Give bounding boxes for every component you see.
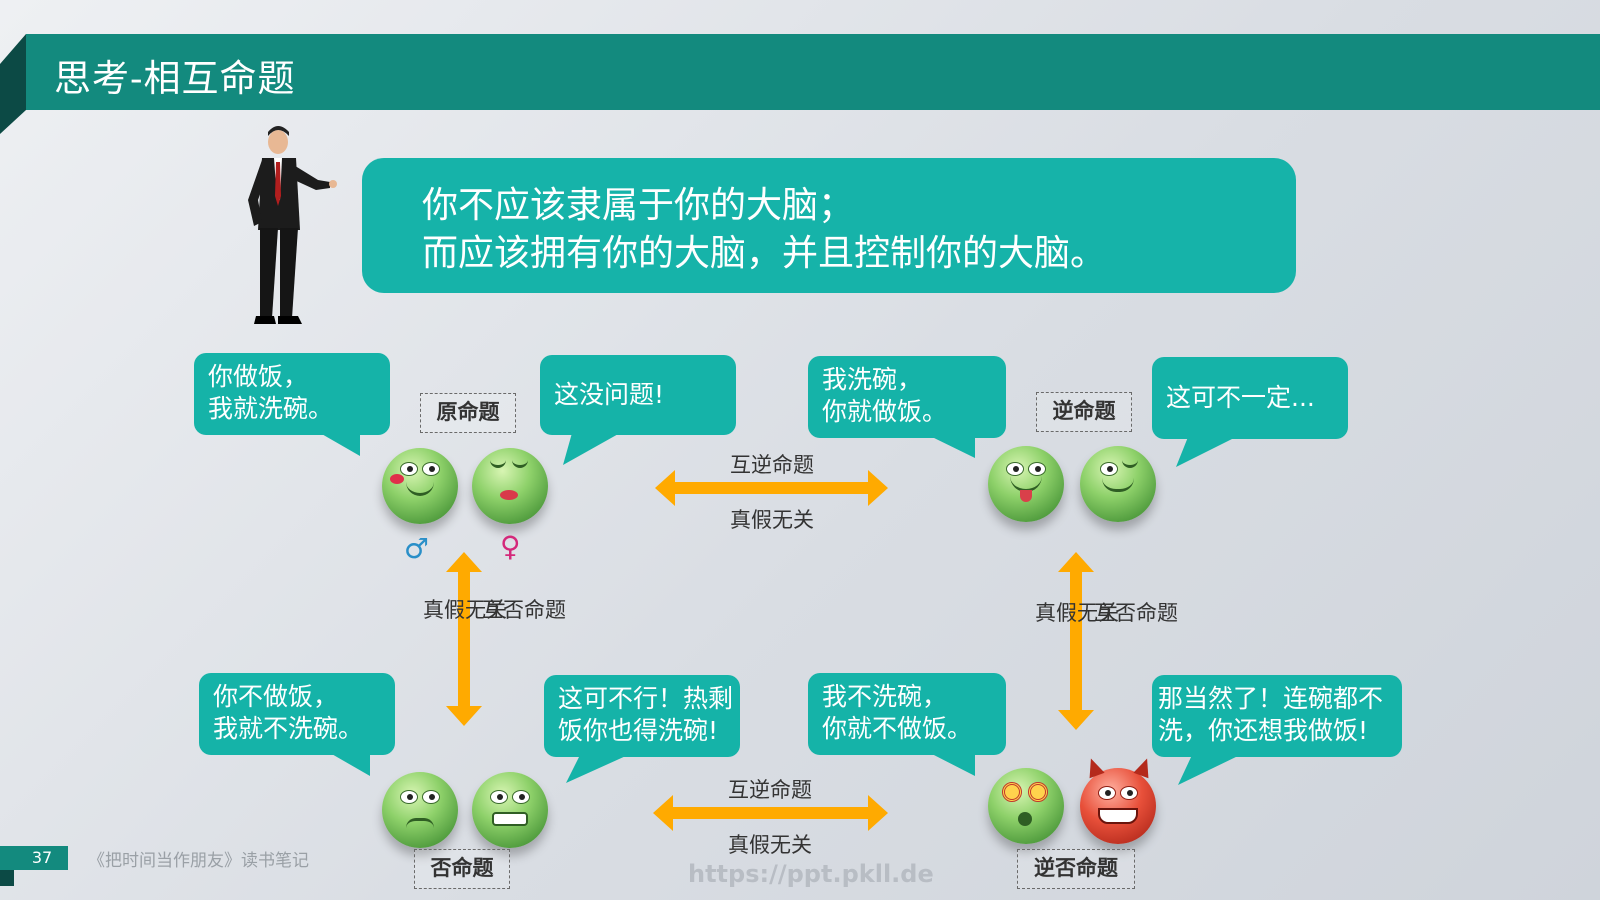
eye-icon xyxy=(1028,462,1046,476)
converse-left-bubble: 我洗碗， 你就做饭。 xyxy=(808,356,1006,438)
winking-face-icon xyxy=(1080,446,1156,522)
dizzy-face-icon xyxy=(988,768,1064,844)
contrapositive-right-bubble: 那当然了！连碗都不 洗，你还想我做饭! xyxy=(1152,675,1402,757)
left-relation-name: 互否命题 xyxy=(482,598,566,622)
smile-icon xyxy=(406,482,434,496)
page-number: 37 xyxy=(0,846,68,870)
bottom-relation-name: 互逆命题 xyxy=(728,778,812,802)
inverse-proposition-label: 否命题 xyxy=(414,849,510,889)
page-title: 思考-相互命题 xyxy=(54,57,296,100)
inverse-left-bubble: 你不做饭， 我就不洗碗。 xyxy=(199,673,395,755)
quote-box: 你不应该隶属于你的大脑； 而应该拥有你的大脑，并且控制你的大脑。 xyxy=(362,158,1296,293)
quote-line-2: 而应该拥有你的大脑，并且控制你的大脑。 xyxy=(422,233,1107,274)
quote-line-1: 你不应该隶属于你的大脑； xyxy=(422,185,855,226)
eye-icon xyxy=(422,462,440,476)
closed-eye-icon xyxy=(512,460,528,468)
converse-right-text: 这可不一定... xyxy=(1166,383,1315,412)
frown-icon xyxy=(406,818,434,828)
top-relation-truth: 真假无关 xyxy=(730,508,814,532)
eye-icon xyxy=(1006,462,1024,476)
original-left-text: 你做饭， 我就洗碗。 xyxy=(208,362,334,423)
watermark: https://ppt.pkll.de xyxy=(688,860,934,888)
converse-left-text: 我洗碗， 你就做饭。 xyxy=(822,365,948,426)
female-symbol-icon: ♀ xyxy=(500,530,521,563)
horn-icon xyxy=(1133,755,1155,779)
converse-proposition-label: 逆命题 xyxy=(1036,392,1132,432)
right-relation-name: 互否命题 xyxy=(1094,601,1178,625)
contrapositive-left-text: 我不洗碗， 你就不做饭。 xyxy=(822,682,973,743)
tongue-out-face-icon xyxy=(988,446,1064,522)
kiss-mark-icon xyxy=(390,474,404,484)
top-relation-name: 互逆命题 xyxy=(730,453,814,477)
contrapositive-proposition-label: 逆否命题 xyxy=(1017,849,1135,889)
female-face-icon xyxy=(472,448,548,524)
male-kissed-face-icon xyxy=(382,448,458,524)
open-mouth-icon xyxy=(1018,812,1032,826)
right-vertical-arrow xyxy=(1058,552,1094,730)
header-bar xyxy=(26,34,1600,110)
left-vertical-arrow xyxy=(446,552,482,726)
contrapositive-right-text: 那当然了！连碗都不 洗，你还想我做饭! xyxy=(1158,684,1384,745)
devil-face-icon xyxy=(1080,755,1156,844)
eye-icon xyxy=(512,790,530,804)
original-right-bubble: 这没问题! xyxy=(540,355,736,435)
closed-eye-icon xyxy=(490,460,506,468)
eye-icon xyxy=(1100,462,1118,476)
inverse-left-text: 你不做饭， 我就不洗碗。 xyxy=(213,682,364,743)
original-right-text: 这没问题! xyxy=(554,380,665,409)
horn-icon xyxy=(1083,755,1105,779)
original-proposition-label: 原命题 xyxy=(420,393,516,433)
converse-right-bubble: 这可不一定... xyxy=(1152,357,1348,439)
eye-icon xyxy=(1120,786,1138,800)
inverse-right-bubble: 这可不行！热剩 饭你也得洗碗! xyxy=(544,675,740,757)
left-relation-truth: 真假无关 xyxy=(423,598,507,622)
spiral-eye-icon xyxy=(1028,782,1048,802)
footer-book-title: 《把时间当作朋友》读书笔记 xyxy=(88,851,309,871)
furious-teeth-face-icon xyxy=(472,772,548,848)
smile-icon xyxy=(1102,478,1134,492)
eye-icon xyxy=(400,462,418,476)
header-accent xyxy=(0,34,26,134)
tongue-icon xyxy=(1020,490,1032,502)
right-relation-truth: 真假无关 xyxy=(1035,601,1119,625)
fangs-icon xyxy=(1098,808,1138,824)
bottom-relation-truth: 真假无关 xyxy=(728,833,812,857)
eye-icon xyxy=(400,790,418,804)
spiral-eye-icon xyxy=(1002,782,1022,802)
original-left-bubble: 你做饭， 我就洗碗。 xyxy=(194,353,390,435)
eye-icon xyxy=(490,790,508,804)
lips-icon xyxy=(500,490,518,500)
angry-frown-face-icon xyxy=(382,772,458,848)
contrapositive-left-bubble: 我不洗碗， 你就不做饭。 xyxy=(808,673,1006,755)
male-symbol-icon: ♂ xyxy=(404,532,430,565)
wink-eye-icon xyxy=(1122,460,1138,468)
eye-icon xyxy=(422,790,440,804)
eye-icon xyxy=(1098,786,1116,800)
inverse-right-text: 这可不行！热剩 饭你也得洗碗! xyxy=(558,684,734,745)
teeth-icon xyxy=(492,812,528,826)
